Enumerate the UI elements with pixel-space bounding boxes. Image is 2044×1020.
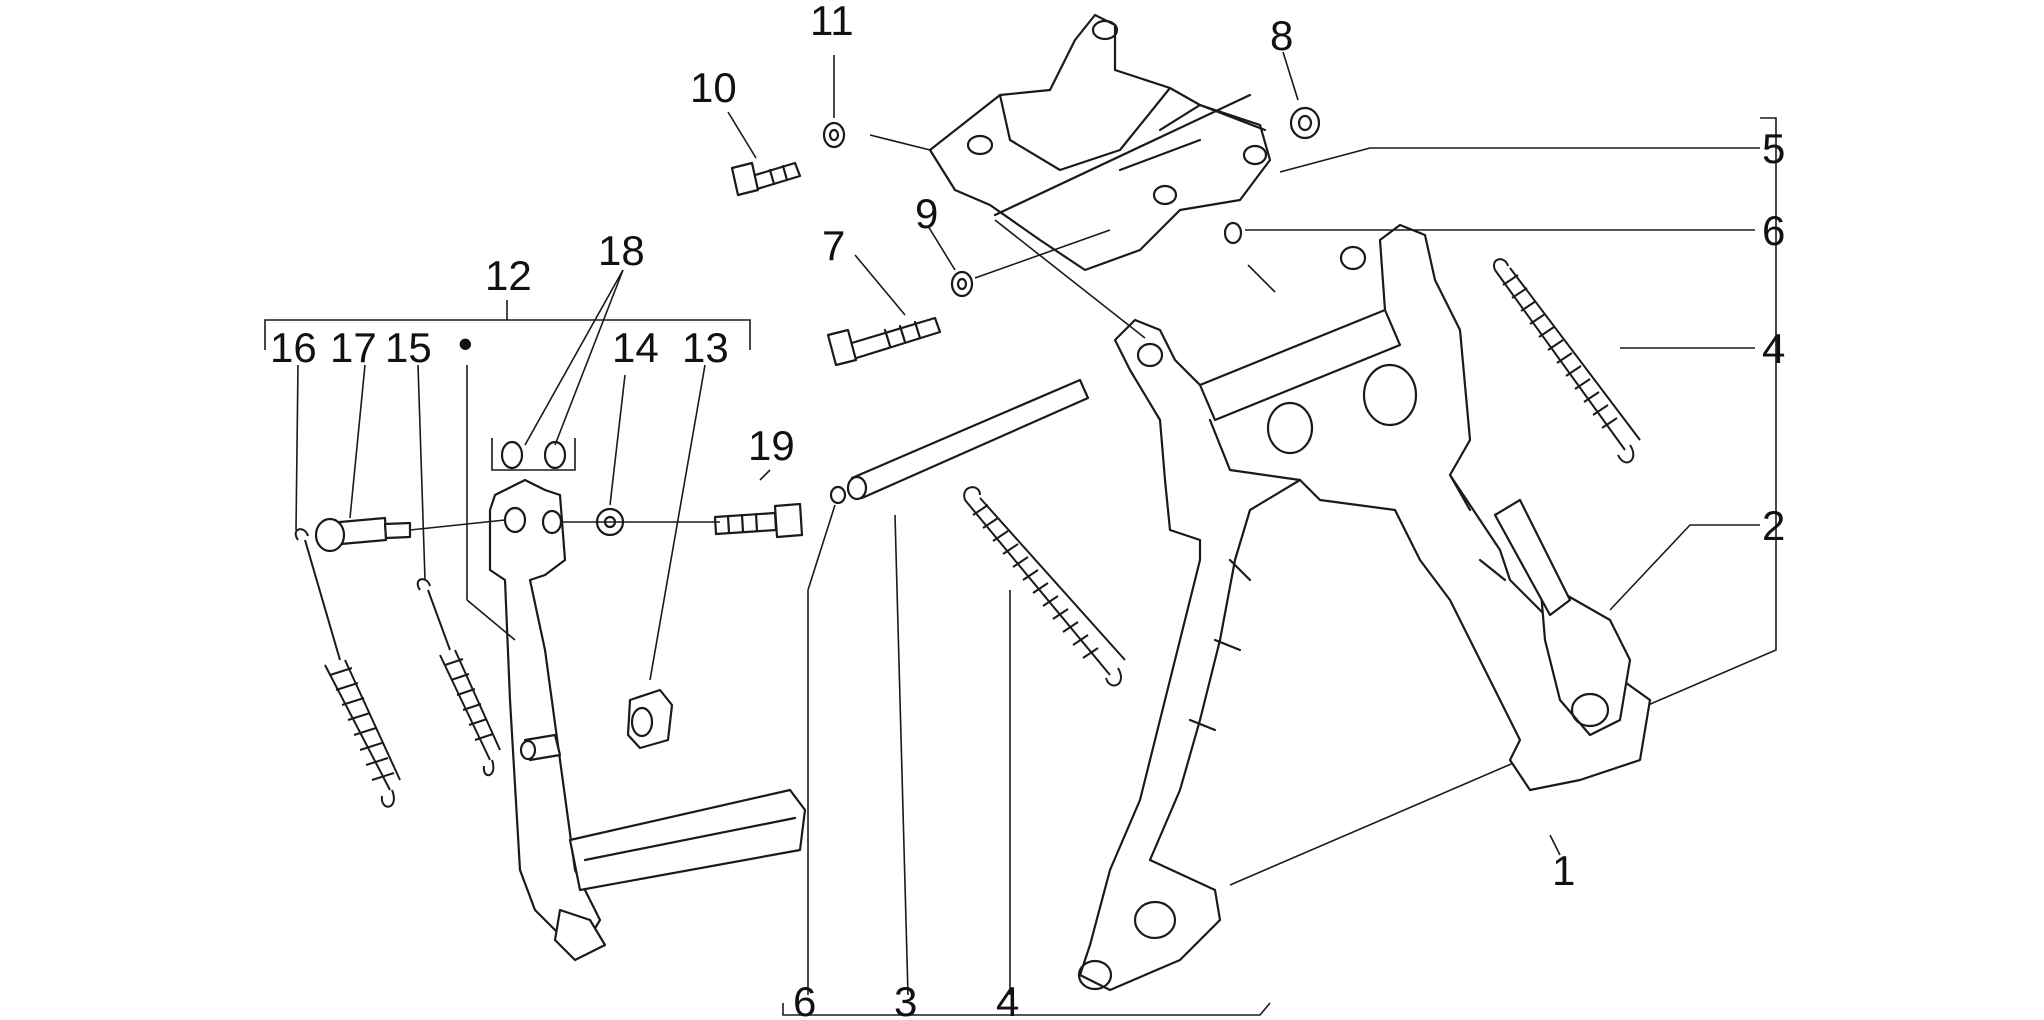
mounting-bracket <box>928 13 1272 272</box>
spring-16 <box>294 528 401 808</box>
callout-6-bottom: 6 <box>793 978 816 1020</box>
callout-18: 18 <box>598 227 645 274</box>
bolt-19 <box>713 502 804 539</box>
washer-9 <box>950 270 974 298</box>
spring-15 <box>416 578 501 776</box>
spring-4-center <box>963 486 1126 687</box>
callout-6-right: 6 <box>1762 207 1785 254</box>
washer-9-hole <box>956 277 968 291</box>
nut-8 <box>1289 106 1321 140</box>
side-stand <box>488 478 807 962</box>
callout-16: 16 <box>270 324 317 371</box>
bolt-7 <box>826 316 942 367</box>
callout-3: 3 <box>894 978 917 1020</box>
leader-lines <box>295 51 1760 996</box>
callout-13: 13 <box>682 324 729 371</box>
spring-4-right <box>1493 258 1641 464</box>
group-bracket-main-stand <box>782 117 1777 1016</box>
bolt-10 <box>730 161 802 197</box>
callout-15: 15 <box>385 324 432 371</box>
marker-dot: • <box>458 320 473 367</box>
callout-4-right: 4 <box>1762 325 1785 372</box>
callout-2: 2 <box>1762 502 1785 549</box>
callout-7: 7 <box>822 222 845 269</box>
callout-17: 17 <box>330 324 377 371</box>
callout-11: 11 <box>810 0 854 44</box>
callout-19: 19 <box>748 422 795 469</box>
main-stand <box>1077 223 1652 992</box>
nut-8-hole <box>1297 114 1313 132</box>
washer-11-hole <box>828 128 840 142</box>
callout-10: 10 <box>690 64 737 111</box>
callout-1: 1 <box>1552 847 1575 894</box>
callout-8: 8 <box>1270 12 1293 59</box>
callout-4-center: 4 <box>996 978 1019 1020</box>
washer-11 <box>822 121 846 149</box>
callout-9: 9 <box>915 190 938 237</box>
pivot-shaft <box>829 378 1090 505</box>
circlip-6-right <box>1223 221 1243 245</box>
callout-12: 12 <box>485 252 532 299</box>
circlips-18 <box>491 438 576 471</box>
callout-labels: 1 2 3 4 4 5 6 6 7 8 9 10 11 12 13 14 15 … <box>270 0 1785 1020</box>
callout-14: 14 <box>612 324 659 371</box>
pin-17 <box>314 516 412 553</box>
group-bracket-side-stand <box>264 300 751 350</box>
callout-5: 5 <box>1762 125 1785 172</box>
